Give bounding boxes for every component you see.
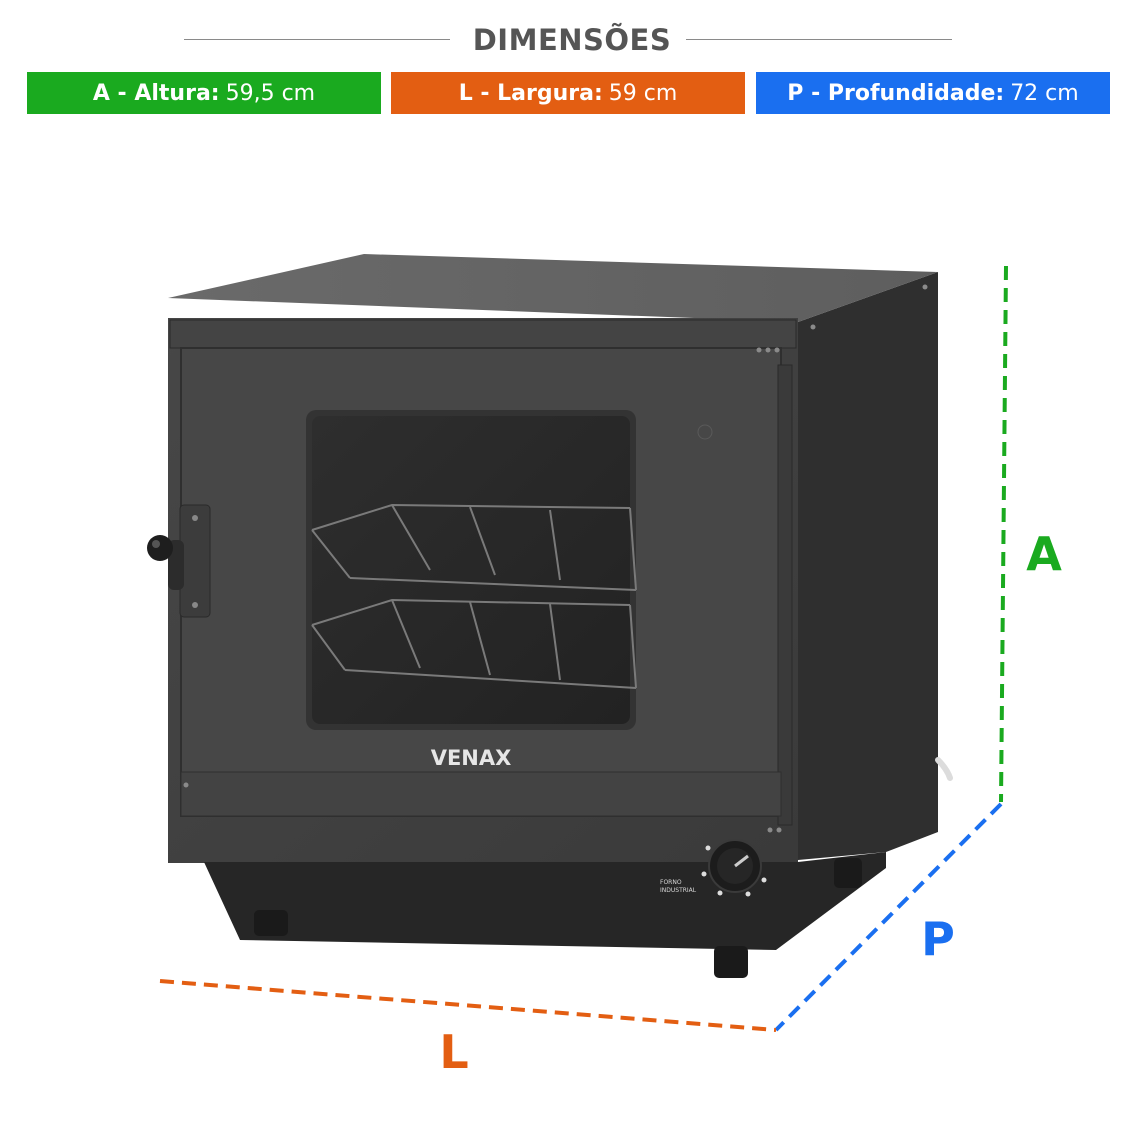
width-axis-letter: L (439, 1025, 468, 1079)
oven-screws (183, 284, 928, 833)
height-value: 59,5 cm (225, 80, 316, 106)
oven-foot-front-left (254, 910, 288, 936)
oven-window-glass (312, 416, 630, 724)
control-label-line1: FORNO (660, 879, 682, 886)
oven-side-panel (798, 272, 938, 860)
door-handle-plate (179, 504, 211, 618)
depth-label: P - Profundidade: (787, 80, 1005, 106)
oven-body: VENAX FOR (147, 254, 953, 978)
power-cable (935, 757, 953, 781)
width-guide-line (159, 979, 777, 1032)
oven-bottom-trim (180, 771, 782, 817)
depth-value: 72 cm (1010, 80, 1079, 106)
brand-logo: VENAX (431, 746, 512, 770)
oven-base (204, 852, 886, 950)
oven-foot-back-right (834, 858, 862, 888)
height-label: A - Altura: (92, 80, 220, 106)
height-badge: A - Altura: 59,5 cm (27, 72, 381, 114)
door-knob-icon[interactable] (147, 535, 184, 590)
width-value: 59 cm (608, 80, 678, 106)
title-rule-left (184, 39, 450, 40)
page-title: DIMENSÕES (472, 23, 672, 57)
oven-foot-front-right (714, 946, 748, 978)
depth-axis-letter: P (921, 912, 955, 966)
width-badge: L - Largura: 59 cm (391, 72, 745, 114)
depth-guide-line (774, 802, 1003, 1032)
oven-racks (311, 503, 637, 689)
width-label: L - Largura: (458, 80, 603, 106)
oven-top-trim (169, 319, 797, 349)
height-axis-letter: A (1026, 527, 1062, 581)
depth-badge: P - Profundidade: 72 cm (756, 72, 1110, 114)
control-label-line2: INDUSTRIAL (660, 887, 697, 894)
title-rule-right (686, 39, 952, 40)
height-guide-line (999, 265, 1008, 803)
thermostat-dial-icon[interactable] (701, 839, 767, 897)
door-hinge-bar (777, 364, 793, 826)
oven-top-panel (168, 254, 938, 322)
